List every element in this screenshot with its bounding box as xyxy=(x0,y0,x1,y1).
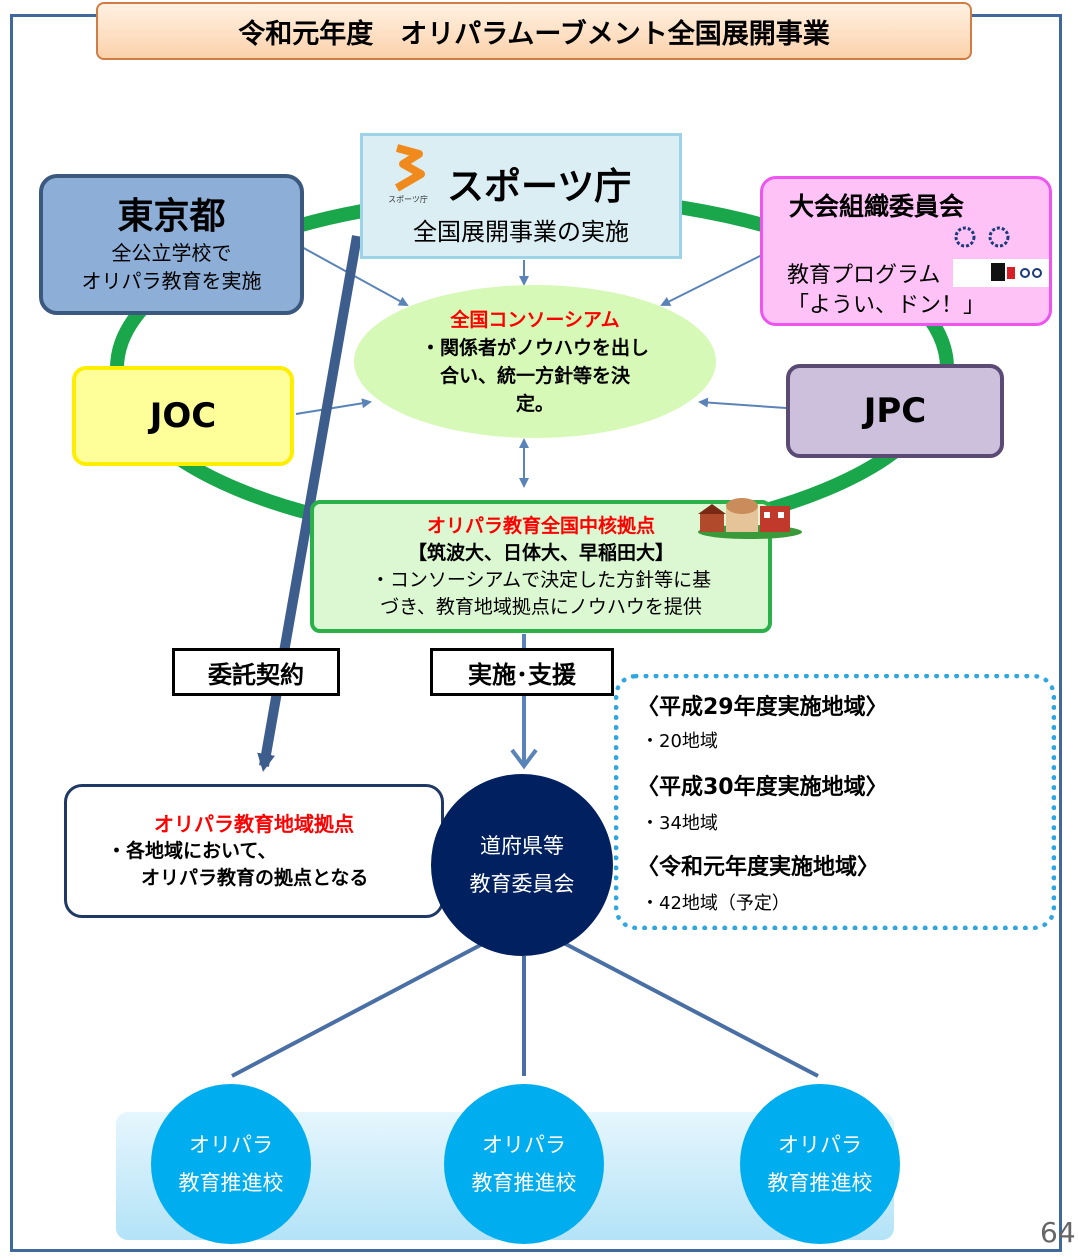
region-heading-h30: 〈平成30年度実施地域〉 xyxy=(637,775,888,800)
regional-base-box: オリパラ教育地域拠点 ・各地域において、 オリパラ教育の拠点となる xyxy=(64,784,444,918)
school-line2: 教育推進校 xyxy=(178,1171,284,1195)
sports-agency-subtitle: 全国展開事業の実施 xyxy=(413,218,629,246)
sports-agency-name: スポーツ庁 xyxy=(447,165,632,208)
regional-base-line1: ・各地域において、 xyxy=(107,840,277,862)
arrow-joc-to-consortium xyxy=(295,398,372,415)
school-line1: オリパラ xyxy=(778,1133,862,1157)
consortium-ellipse: 全国コンソーシアム ・関係者がノウハウを出し 合い、統一方針等を決 定。 xyxy=(354,285,716,438)
organizing-committee-name: 大会組織委員会 xyxy=(789,192,965,221)
youi-don-program-logo-icon xyxy=(953,259,1049,287)
school-circle: オリパラ 教育推進校 xyxy=(151,1084,311,1244)
region-heading-r1: 〈令和元年度実施地域〉 xyxy=(637,855,880,880)
school-line2: 教育推進校 xyxy=(471,1171,577,1195)
sports-agency-logo-caption: スポーツ庁 xyxy=(388,194,428,204)
consortium-line3: 定。 xyxy=(515,392,554,415)
board-of-education-circle: 道府県等 教育委員会 xyxy=(431,774,613,956)
page-number: 64 xyxy=(1040,1216,1076,1249)
arrow-taikai-to-consortium xyxy=(660,254,763,306)
core-base-line3: づき、教育地域拠点にノウハウを提供 xyxy=(380,595,702,618)
implementation-regions-box: 〈平成29年度実施地域〉 ・20地域 〈平成30年度実施地域〉 ・34地域 〈令… xyxy=(614,674,1056,930)
tokyo-box: 東京都 全公立学校で オリパラ教育を実施 xyxy=(39,174,304,315)
organizing-committee-line1: 教育プログラム xyxy=(787,263,941,288)
organizing-committee-box: 大会組織委員会 教育プログラム 「ようい、ドン！」 xyxy=(760,176,1052,326)
school-circle: オリパラ 教育推進校 xyxy=(740,1084,900,1244)
core-base-box: オリパラ教育全国中核拠点 【筑波大、日体大、早稲田大】 ・コンソーシアムで決定し… xyxy=(310,500,772,633)
regional-base-title: オリパラ教育地域拠点 xyxy=(154,812,354,836)
jpc-box: JPC xyxy=(786,364,1004,458)
organizing-committee-line2: 「ようい、ドン！」 xyxy=(787,293,986,318)
tokyo-line1: 全公立学校で xyxy=(111,240,232,265)
joc-box: JOC xyxy=(72,366,294,466)
sports-agency-box: スポーツ庁 スポーツ庁 全国展開事業の実施 xyxy=(360,133,682,259)
region-heading-h29: 〈平成29年度実施地域〉 xyxy=(637,695,888,720)
core-base-title: オリパラ教育全国中核拠点 xyxy=(426,514,655,537)
regional-base-line2: オリパラ教育の拠点となる xyxy=(141,867,369,889)
region-value-r1: ・42地域（予定） xyxy=(641,893,790,914)
region-value-h29: ・20地域 xyxy=(641,731,718,752)
core-base-line1: 【筑波大、日体大、早稲田大】 xyxy=(407,541,674,564)
school-line1: オリパラ xyxy=(482,1133,566,1157)
consortium-line2: 合い、統一方針等を決 xyxy=(439,364,630,387)
tokyo-line2: オリパラ教育を実施 xyxy=(81,268,262,293)
school-line2: 教育推進校 xyxy=(767,1171,873,1195)
contract-label: 委託契約 xyxy=(172,648,340,696)
support-label: 実施･支援 xyxy=(430,648,614,696)
school-circle: オリパラ 教育推進校 xyxy=(444,1084,604,1244)
arrow-jpc-to-consortium xyxy=(698,397,787,409)
line-board-to-school-1 xyxy=(231,938,491,1078)
board-line2: 教育委員会 xyxy=(469,872,575,896)
tokyo-name: 東京都 xyxy=(117,195,226,237)
consortium-title: 全国コンソーシアム xyxy=(450,308,620,331)
line-board-to-school-3 xyxy=(557,938,819,1078)
school-line1: オリパラ xyxy=(189,1133,273,1157)
core-base-line2: ・コンソーシアムで決定した方針等に基 xyxy=(370,568,712,591)
tokyo2020-emblem-icon xyxy=(954,226,1010,248)
sports-agency-logo: スポーツ庁 xyxy=(385,144,431,204)
arrow-core-to-board-head xyxy=(510,748,538,770)
page-title: 令和元年度 オリパラムーブメント全国展開事業 xyxy=(96,2,972,60)
sports-agency-logo-icon: スポーツ庁 xyxy=(388,144,428,204)
consortium-line1: ・関係者がノウハウを出し xyxy=(420,336,649,359)
board-line1: 道府県等 xyxy=(480,834,564,858)
region-value-h30: ・34地域 xyxy=(641,813,718,834)
university-buildings-icon xyxy=(698,498,802,539)
